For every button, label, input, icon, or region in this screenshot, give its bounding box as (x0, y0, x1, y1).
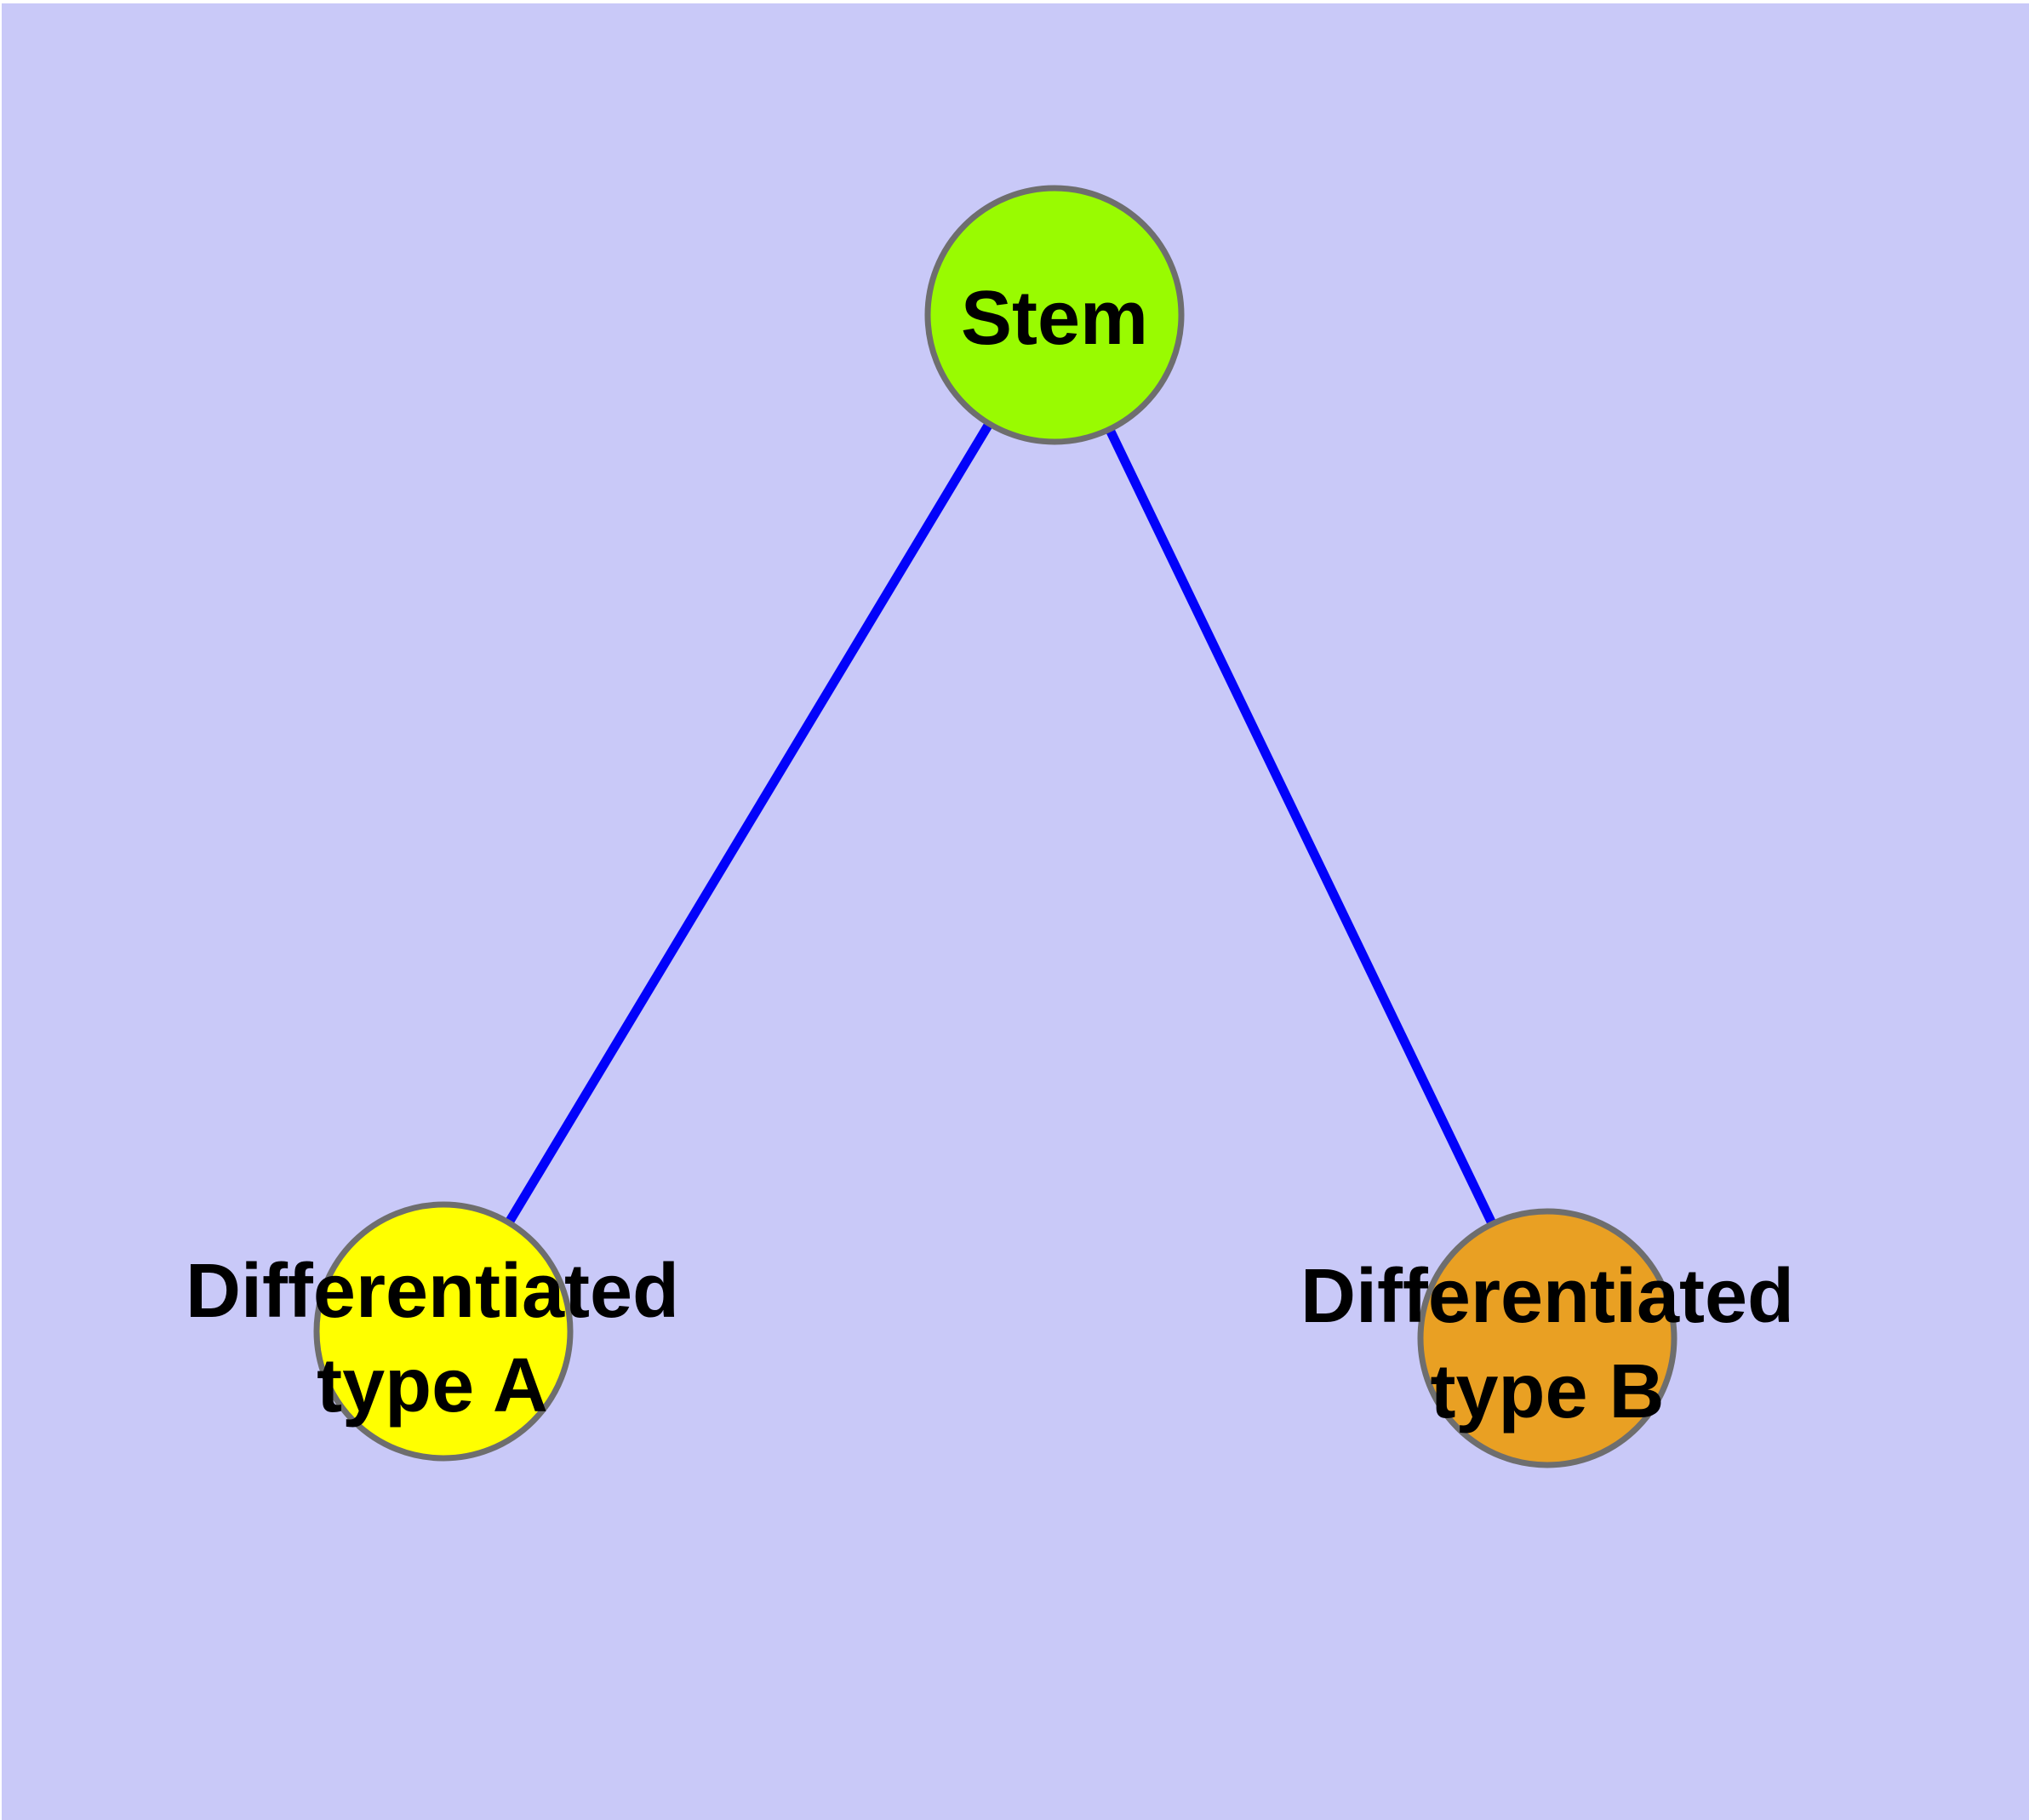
differentiated-type-b-label-line2: type B (1430, 1349, 1664, 1434)
stem-node (924, 185, 1185, 445)
differentiated-type-b-node (1417, 1208, 1677, 1468)
differentiated-type-b-label-line1: Differentiated (1300, 1254, 1794, 1339)
differentiated-type-a-node (313, 1201, 574, 1462)
stem-node-label: Stem (961, 276, 1148, 361)
edge-stem-to-type-a (439, 312, 1059, 1334)
differentiated-type-a-label-line1: Differentiated (186, 1249, 679, 1334)
edge-stem-to-type-b (1050, 312, 1552, 1341)
differentiated-type-a-label-line2: type A (317, 1343, 548, 1428)
